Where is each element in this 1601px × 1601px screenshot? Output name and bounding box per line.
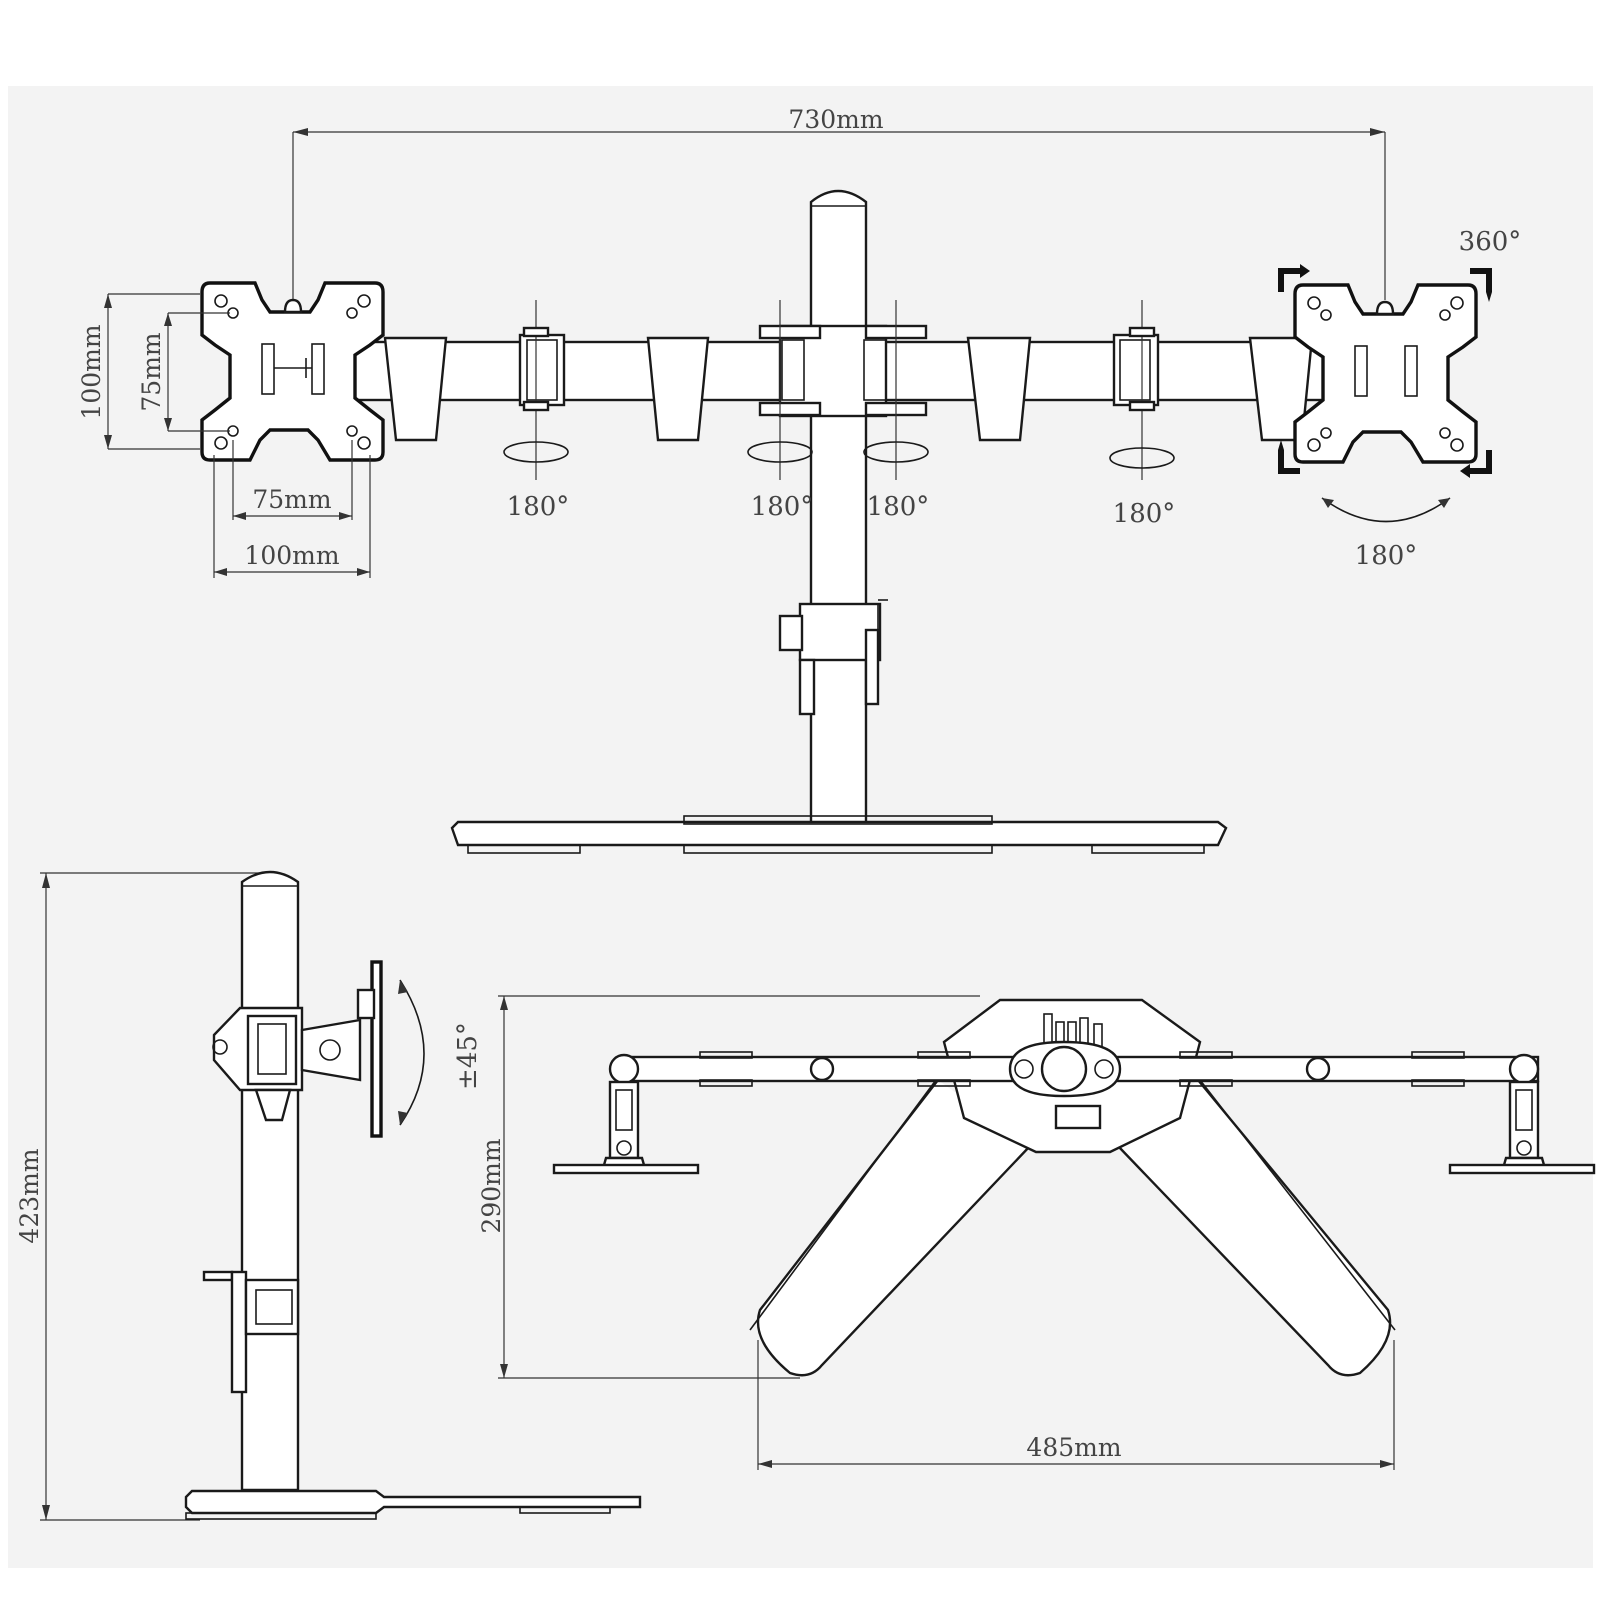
top-view: 290mm xyxy=(477,995,1596,1470)
joint-center-right-angle: 180° xyxy=(867,492,930,522)
width-dimension: 730mm xyxy=(292,105,1386,300)
side-view: 423mm ±45° xyxy=(15,870,642,1521)
front-view: 730mm xyxy=(77,105,1522,854)
joint-right-outer-angle: 180° xyxy=(1113,499,1176,529)
joint-left-outer xyxy=(518,300,566,480)
joint-right-outer xyxy=(1112,300,1160,480)
top-mount-left xyxy=(552,1053,700,1175)
front-base xyxy=(450,815,1228,854)
vesa-dimensions: 100mm 75mm 75mm 100mm xyxy=(77,293,371,578)
vesa-plate-right xyxy=(1293,283,1478,464)
vesa-width-inner-label: 75mm xyxy=(252,485,332,514)
side-clamp xyxy=(202,1270,300,1394)
center-pole xyxy=(809,189,868,827)
pole-height-label: 423mm xyxy=(15,1148,44,1243)
base-width-dimension: 485mm xyxy=(757,1340,1395,1470)
top-mount-right xyxy=(1448,1053,1596,1175)
top-arm xyxy=(624,1040,1540,1098)
pole-height-dimension: 423mm xyxy=(15,872,270,1521)
cable-clips xyxy=(383,336,1314,442)
rotation-brackets xyxy=(1278,264,1492,478)
rotation-indicators xyxy=(503,441,1175,469)
pole-clamp xyxy=(778,599,888,716)
top-base-legs xyxy=(749,1079,1396,1377)
base-depth-dimension: 290mm xyxy=(477,995,980,1379)
base-width-label: 485mm xyxy=(1026,1433,1121,1462)
tilt-angle: ±45° xyxy=(453,1022,483,1090)
joint-center-left-angle: 180° xyxy=(751,492,814,522)
vesa-width-outer-label: 100mm xyxy=(244,541,339,570)
vesa-plate-left xyxy=(200,281,385,462)
joint-center xyxy=(758,300,928,480)
side-pole xyxy=(240,870,300,1492)
width-dimension-label: 730mm xyxy=(788,105,883,134)
joint-left-outer-angle: 180° xyxy=(507,492,570,522)
base-depth-label: 290mm xyxy=(477,1138,506,1233)
vesa-height-inner-label: 75mm xyxy=(137,332,166,412)
plate-rotation-angle: 360° xyxy=(1459,227,1522,257)
side-base xyxy=(184,1489,642,1520)
vesa-height-outer-label: 100mm xyxy=(77,324,106,419)
side-head: ±45° xyxy=(212,960,483,1138)
plate-swivel-angle: 180° xyxy=(1355,541,1418,571)
